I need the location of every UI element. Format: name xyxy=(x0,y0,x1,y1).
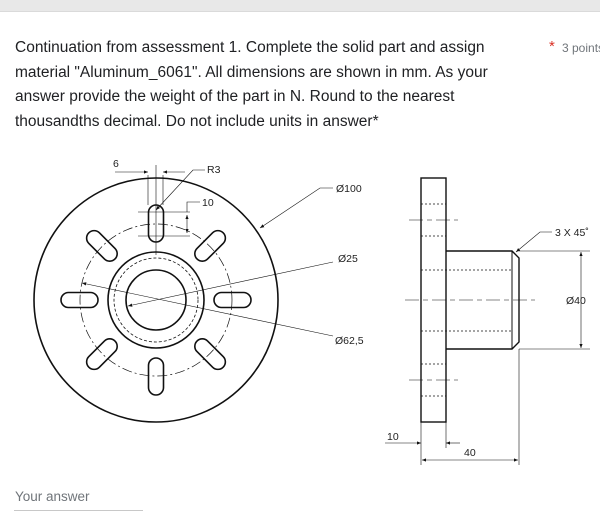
dim-flange-thickness: 10 xyxy=(387,431,399,443)
slot xyxy=(147,357,165,396)
answer-underline xyxy=(14,510,143,511)
slot xyxy=(85,338,118,371)
slot xyxy=(194,338,227,371)
dim-outer-diameter: Ø100 xyxy=(336,183,362,195)
dim-slot-width: 6 xyxy=(113,158,119,170)
dim-bolt-circle: Ø62,5 xyxy=(335,335,364,347)
dim-slot-length: 10 xyxy=(202,197,214,209)
hidden-circle xyxy=(113,257,199,343)
dim-hub-diameter: Ø40 xyxy=(566,295,586,307)
slot xyxy=(85,229,118,262)
dim-chamfer: 3 X 45˚ xyxy=(555,227,589,239)
slot xyxy=(194,229,227,262)
top-bar xyxy=(0,0,600,12)
points-label: 3 points xyxy=(562,41,600,55)
answer-input[interactable]: Your answer xyxy=(15,489,90,504)
slot xyxy=(213,291,252,309)
dim-total-length: 40 xyxy=(464,447,476,459)
side-view: 3 X 45˚ Ø40 10 40 xyxy=(385,177,590,465)
required-mark: * xyxy=(549,38,555,55)
technical-drawing: 6 R3 10 Ø100 Ø25 Ø62,5 3 X 45˚ Ø40 10 xyxy=(33,158,590,465)
bore-circle xyxy=(125,269,187,331)
bolt-circle xyxy=(79,223,233,377)
dim-slot-radius: R3 xyxy=(207,164,221,176)
question-text: Continuation from assessment 1. Complete… xyxy=(15,39,488,130)
dim-bore-diameter: Ø25 xyxy=(338,253,358,265)
slot xyxy=(60,291,99,309)
front-view: 6 R3 10 Ø100 Ø25 Ø62,5 xyxy=(33,158,364,423)
